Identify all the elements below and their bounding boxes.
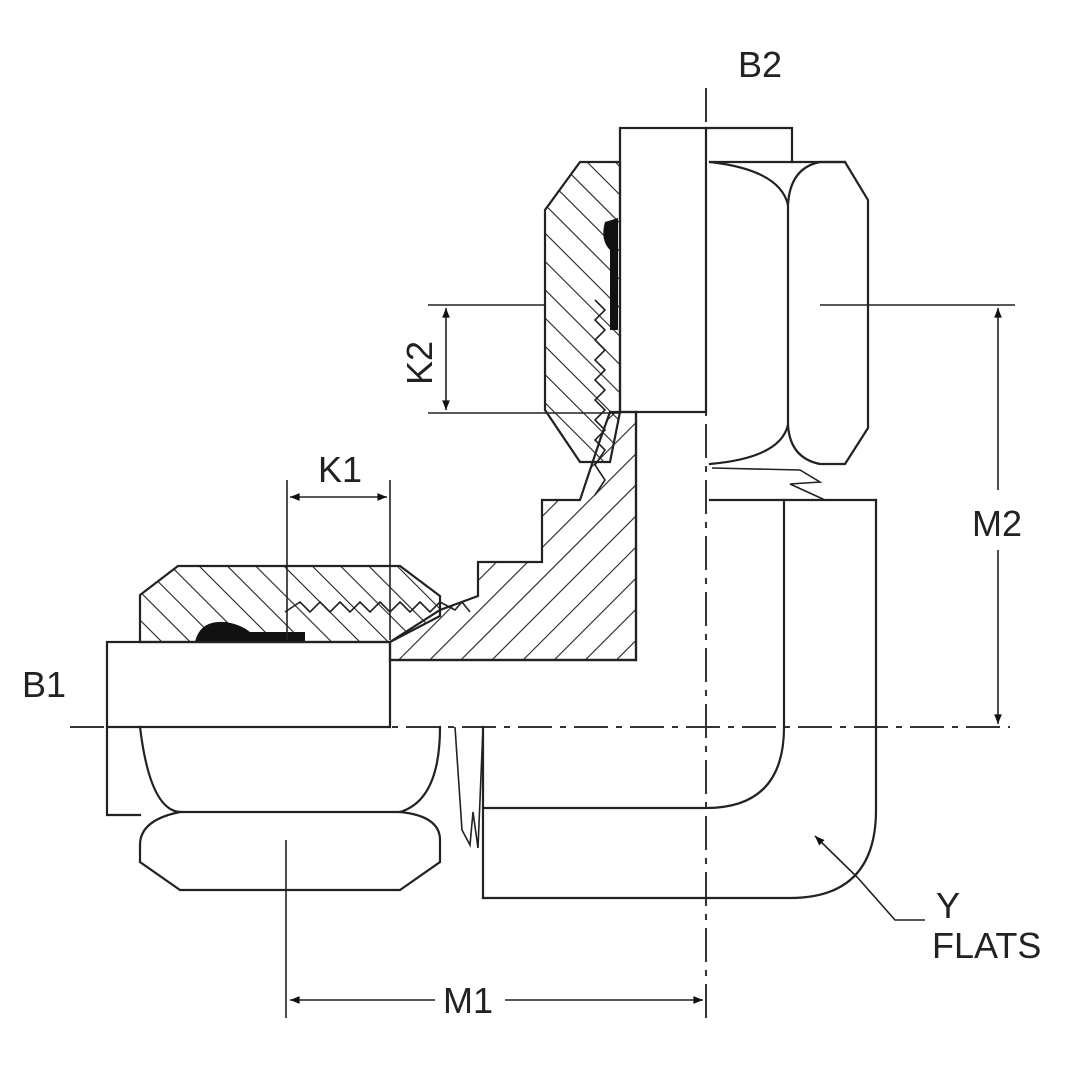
y-label: Y [936, 885, 960, 926]
left-tube [105, 640, 392, 817]
k1-dimension: K1 [286, 449, 391, 640]
b2-label: B2 [738, 44, 782, 85]
m1-dimension: M1 [285, 840, 703, 1021]
k2-dimension: K2 [399, 304, 620, 414]
m1-label: M1 [443, 980, 493, 1021]
y-flats-callout: Y FLATS [814, 835, 1041, 966]
o-ring-seal [195, 621, 305, 642]
o-ring-seal-top [603, 218, 618, 330]
m2-dimension: M2 [820, 304, 1022, 724]
left-nut [138, 564, 442, 892]
b1-label: B1 [22, 664, 66, 705]
m2-label: M2 [972, 503, 1022, 544]
flats-label: FLATS [932, 925, 1041, 966]
k1-label: K1 [318, 449, 362, 490]
k2-label: K2 [399, 341, 440, 385]
top-tube [618, 126, 794, 414]
top-nut [543, 160, 870, 466]
